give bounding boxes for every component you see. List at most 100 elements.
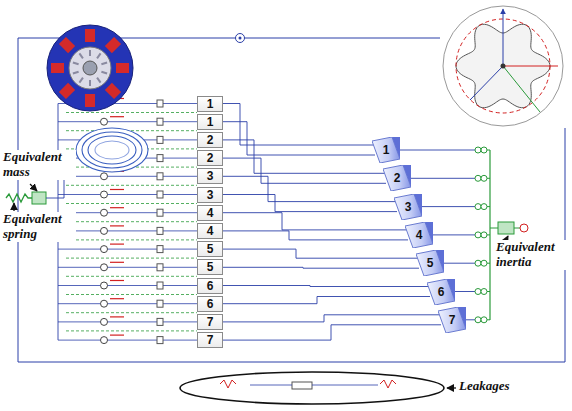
chamber-box: 5 <box>197 241 223 257</box>
callout-number: 3 <box>207 170 214 182</box>
callout-number: 6 <box>207 280 214 292</box>
shaft-bus <box>489 150 490 320</box>
block-shade <box>425 222 433 244</box>
wire <box>411 178 475 179</box>
torque-symbol <box>481 260 487 266</box>
hydraulic-line <box>223 286 430 287</box>
chamber-symbol <box>157 227 163 234</box>
callout-label: Equivalent spring <box>2 212 76 242</box>
wire <box>433 234 475 235</box>
chamber-symbol <box>157 282 163 289</box>
magnet-segment <box>105 37 121 53</box>
block-shade <box>447 279 455 301</box>
piston-block: 6 <box>427 279 455 305</box>
parameter-mark <box>110 298 124 299</box>
rotor-tooth <box>73 62 79 64</box>
sensor-symbol <box>101 191 108 198</box>
torque-symbol <box>481 232 487 238</box>
torque-symbol <box>475 260 481 266</box>
signal-line <box>66 276 197 277</box>
chamber-symbol <box>157 246 163 253</box>
hydraulic-line <box>223 267 419 269</box>
torque-symbol <box>481 175 487 181</box>
wire <box>58 249 197 250</box>
rotor-tooth <box>73 72 79 74</box>
block-face <box>416 250 444 276</box>
magnet-segment <box>51 63 64 73</box>
wire <box>58 194 197 195</box>
hydraulic-line <box>223 315 441 322</box>
callout-label: Equivalent inertia <box>495 240 571 270</box>
spring-symbol <box>6 194 32 202</box>
hydraulic-line <box>223 122 375 155</box>
sensor-symbol <box>101 227 108 234</box>
rotor-tooth <box>79 53 83 58</box>
wire <box>58 340 197 341</box>
callout-number: 5 <box>427 257 434 269</box>
cam-outline <box>443 6 563 126</box>
callout-label: Equivalent mass <box>2 150 76 180</box>
torque-symbol <box>475 204 481 210</box>
chamber-symbol <box>157 300 163 307</box>
sensor-symbol <box>101 246 108 253</box>
callout-number: 4 <box>207 225 214 237</box>
chamber-symbol <box>157 100 163 107</box>
callout-label: Leakages <box>458 379 511 394</box>
torque-symbol <box>475 147 481 153</box>
sensor-symbol <box>101 318 108 325</box>
rotor-tooth <box>97 53 101 58</box>
callout-number: 4 <box>416 229 423 241</box>
block-face <box>438 307 466 333</box>
callout-number: 1 <box>207 98 214 110</box>
axis <box>503 66 558 67</box>
parameter-mark <box>110 262 124 263</box>
magnet-segment <box>59 83 75 99</box>
callout-number: 7 <box>207 316 214 328</box>
sensor-symbol <box>101 300 108 307</box>
parameter-mark <box>110 316 124 317</box>
sensor-symbol <box>101 264 108 271</box>
callout-number: 6 <box>207 298 214 310</box>
inertia-symbol <box>498 222 514 234</box>
wire <box>58 267 197 268</box>
parameter-mark <box>110 335 124 336</box>
parameter-mark <box>110 225 124 226</box>
block-shade <box>403 165 411 187</box>
block-face <box>383 165 411 191</box>
callout-number: 5 <box>207 261 214 273</box>
callout-number: 7 <box>207 334 214 346</box>
torque-symbol <box>475 289 481 295</box>
callout-number: 2 <box>394 172 401 184</box>
chamber-symbol <box>157 337 163 344</box>
leakage-orifice <box>220 380 236 388</box>
frame-wire <box>18 38 565 362</box>
wire <box>514 228 520 229</box>
torque-symbol <box>481 289 487 295</box>
torque-symbol <box>481 204 487 210</box>
wire <box>455 291 475 292</box>
rotor-tooth <box>101 62 107 64</box>
block-face <box>405 222 433 248</box>
parameter-mark <box>110 207 124 208</box>
source-symbol-dot <box>239 37 242 40</box>
callout-number: 1 <box>207 116 214 128</box>
sensor-symbol <box>101 337 108 344</box>
torque-symbol <box>475 175 481 181</box>
torque-symbol <box>481 317 487 323</box>
chamber-symbol <box>157 118 163 125</box>
model-wiring <box>58 99 197 344</box>
parameter-mark <box>110 280 124 281</box>
leakage-ring <box>180 372 444 404</box>
chamber-box: 1 <box>197 96 223 112</box>
shaft <box>83 61 97 75</box>
block-shade <box>414 194 422 216</box>
callout-number: 4 <box>207 207 214 219</box>
coil-illustration <box>76 128 148 172</box>
rotor-tooth <box>89 50 91 56</box>
motor-housing <box>47 25 133 111</box>
block-face <box>394 194 422 220</box>
wire <box>250 385 292 386</box>
wire <box>58 176 197 177</box>
chamber-symbol <box>157 155 163 162</box>
